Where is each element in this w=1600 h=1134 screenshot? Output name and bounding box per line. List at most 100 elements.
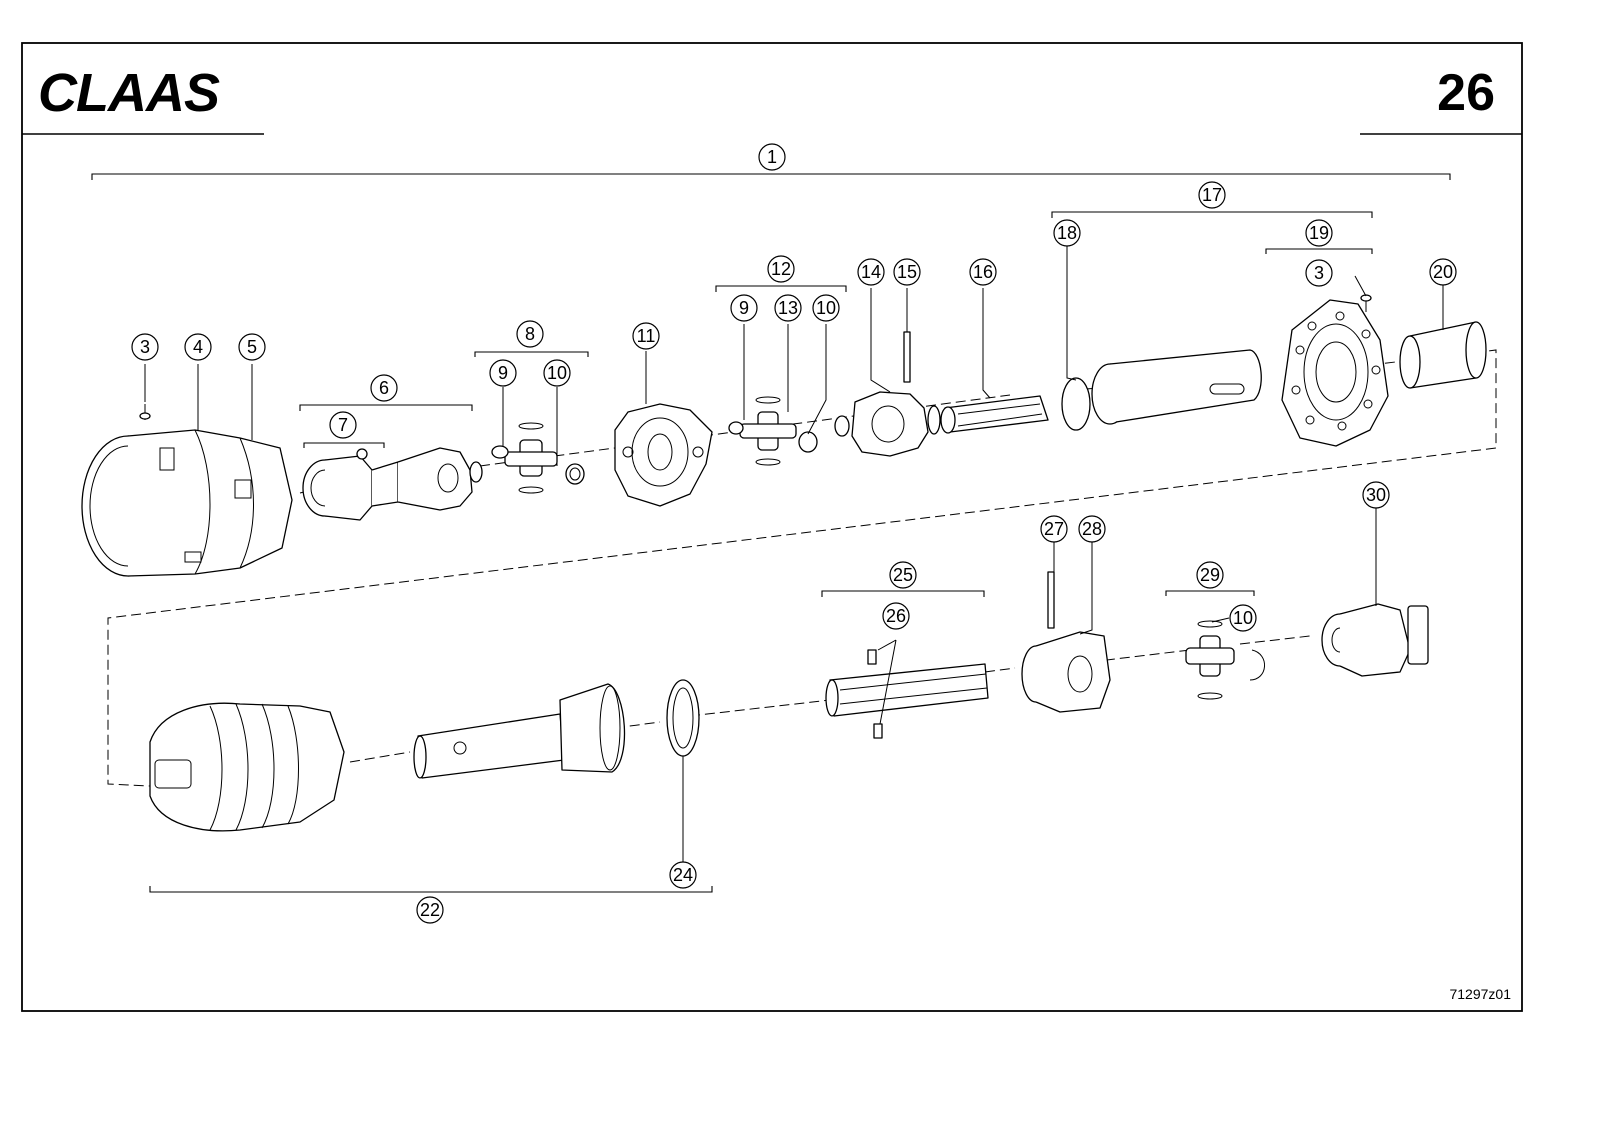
- part-22-inner-tube: [413, 683, 626, 779]
- svg-text:9: 9: [498, 363, 508, 383]
- svg-text:9: 9: [739, 298, 749, 318]
- callout-18: 18: [1053, 219, 1081, 247]
- svg-text:19: 19: [1309, 223, 1329, 243]
- part-6-7-bearing-yoke: [302, 447, 483, 521]
- brand-logo: CLAAS: [38, 63, 220, 123]
- bracket-12: [715, 285, 847, 292]
- drawing-id: 71297z01: [1449, 986, 1511, 1002]
- part-4-5-guard-cone: [81, 429, 293, 577]
- bracket-17: [1051, 211, 1373, 218]
- callout-10-lower: 10: [1229, 604, 1257, 632]
- part-22-bellows-guard: [149, 702, 345, 832]
- bracket-6: [299, 404, 473, 411]
- svg-text:26: 26: [886, 606, 906, 626]
- callout-7: 7: [329, 411, 357, 439]
- callout-20: 20: [1429, 258, 1457, 286]
- svg-text:3: 3: [1314, 263, 1324, 283]
- part-28-yoke: [1021, 631, 1111, 713]
- callout-24: 24: [669, 861, 697, 889]
- part-30-clamp-yoke: [1321, 603, 1429, 677]
- part-26-grease-nipples: [867, 649, 883, 739]
- callout-17: 17: [1198, 181, 1226, 209]
- svg-text:17: 17: [1202, 185, 1222, 205]
- bracket-7: [303, 442, 385, 448]
- callout-3-upper: 3: [1305, 259, 1333, 287]
- svg-text:10: 10: [547, 363, 567, 383]
- svg-text:27: 27: [1044, 519, 1064, 539]
- bracket-1: [91, 173, 1451, 180]
- svg-text:16: 16: [973, 262, 993, 282]
- svg-text:28: 28: [1082, 519, 1102, 539]
- callout-12: 12: [767, 255, 795, 283]
- svg-text:13: 13: [778, 298, 798, 318]
- bracket-25: [821, 590, 985, 597]
- page-number: 26: [1437, 64, 1495, 122]
- leader-lines: [144, 246, 1444, 862]
- part-19-bearing-housing: [1281, 299, 1389, 447]
- part-11-flange-cone: [614, 403, 713, 507]
- callout-6: 6: [370, 374, 398, 402]
- part-29-cross-kit: [1185, 620, 1265, 700]
- callout-11: 11: [632, 322, 660, 350]
- callout-10: 10: [543, 359, 571, 387]
- part-14-yoke: [834, 391, 941, 457]
- callout-26: 26: [882, 602, 910, 630]
- callout-29: 29: [1196, 561, 1224, 589]
- callout-22: 22: [416, 896, 444, 924]
- callout-30: 30: [1362, 481, 1390, 509]
- svg-text:15: 15: [897, 262, 917, 282]
- svg-text:1: 1: [767, 147, 777, 167]
- callout-8: 8: [516, 320, 544, 348]
- callout-27: 27: [1040, 515, 1068, 543]
- svg-text:3: 3: [140, 337, 150, 357]
- svg-text:18: 18: [1057, 223, 1077, 243]
- svg-text:4: 4: [193, 337, 203, 357]
- part-15-pin: [903, 331, 911, 383]
- callout-4: 4: [184, 333, 212, 361]
- callout-19: 19: [1305, 219, 1333, 247]
- callout-9: 9: [489, 359, 517, 387]
- callout-16: 16: [969, 258, 997, 286]
- part-27-pin: [1047, 571, 1055, 629]
- callout-13: 13: [774, 294, 802, 322]
- callout-14: 14: [857, 258, 885, 286]
- svg-text:10: 10: [816, 298, 836, 318]
- callout-15: 15: [893, 258, 921, 286]
- svg-text:24: 24: [673, 865, 693, 885]
- callout-5: 5: [238, 333, 266, 361]
- part-24-ring: [666, 679, 700, 757]
- part-20-sleeve: [1399, 321, 1487, 389]
- bracket-22: [149, 886, 713, 893]
- svg-text:22: 22: [420, 900, 440, 920]
- part-12-cross-kit: [728, 396, 818, 466]
- svg-text:25: 25: [893, 565, 913, 585]
- part-3-screw-upper-right: [1360, 294, 1372, 312]
- bracket-19: [1265, 248, 1373, 254]
- svg-text:20: 20: [1433, 262, 1453, 282]
- svg-text:8: 8: [525, 324, 535, 344]
- part-3-screw: [139, 404, 151, 420]
- callout-25: 25: [889, 561, 917, 589]
- svg-text:7: 7: [338, 415, 348, 435]
- svg-text:12: 12: [771, 259, 791, 279]
- bracket-8: [474, 351, 589, 357]
- part-17-18-tube-ring: [1061, 349, 1262, 431]
- callout-9-upper: 9: [730, 294, 758, 322]
- callout-10-upper: 10: [812, 294, 840, 322]
- callout-28: 28: [1078, 515, 1106, 543]
- part-16-profile-tube: [940, 395, 1049, 434]
- svg-text:5: 5: [247, 337, 257, 357]
- svg-text:6: 6: [379, 378, 389, 398]
- part-25-profile-tube: [825, 663, 989, 717]
- sheet-border: [21, 42, 1523, 1012]
- svg-text:29: 29: [1200, 565, 1220, 585]
- svg-text:30: 30: [1366, 485, 1386, 505]
- callout-1: 1: [758, 143, 786, 171]
- callout-3: 3: [131, 333, 159, 361]
- svg-text:11: 11: [637, 326, 656, 346]
- assembly-axis-lower: [349, 635, 1311, 763]
- svg-text:10: 10: [1233, 608, 1253, 628]
- part-8-cross-kit: [491, 422, 585, 494]
- bracket-29: [1165, 590, 1255, 596]
- svg-text:14: 14: [861, 262, 881, 282]
